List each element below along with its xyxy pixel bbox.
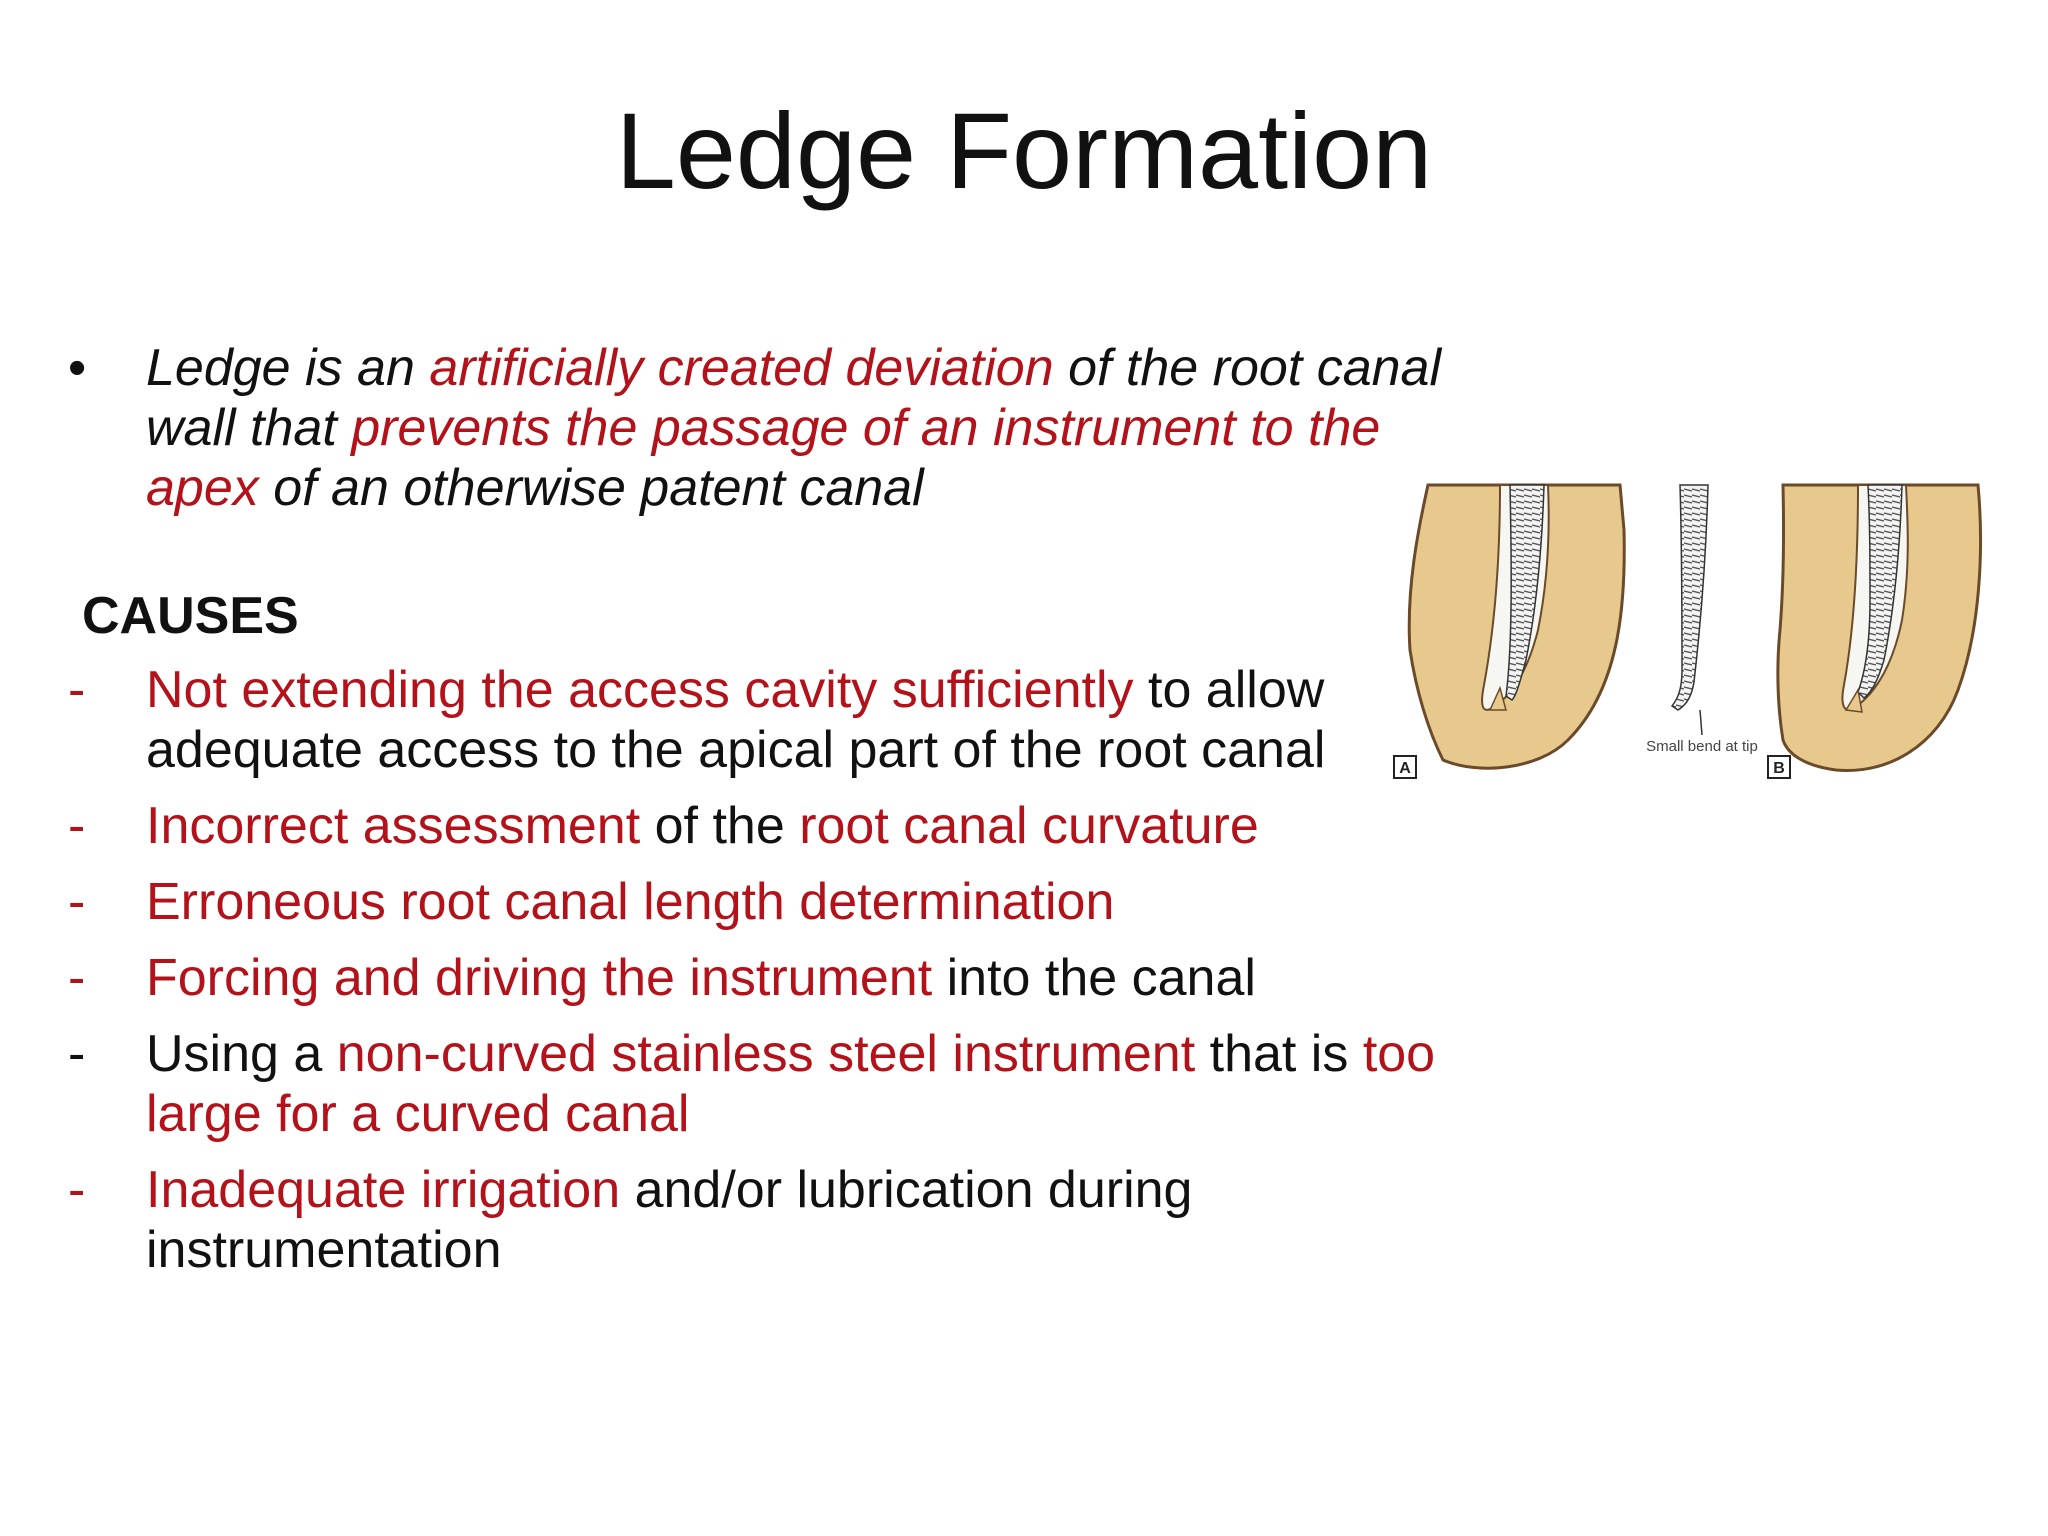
bullet-marker: • <box>68 339 87 397</box>
caption-leader <box>1699 709 1703 736</box>
label-a-box <box>1393 755 1417 779</box>
cause-part: Erroneous root canal length determinatio… <box>146 873 1115 931</box>
bent-file-body <box>1670 484 1709 711</box>
cause-item: - Forcing and driving the instrument int… <box>68 948 1448 1008</box>
definition-bullet: • Ledge is an artificially created devia… <box>68 338 1448 518</box>
ledge-a <box>1488 685 1507 711</box>
cause-item: - Inadequate irrigation and/or lubricati… <box>68 1160 1448 1280</box>
label-a: A <box>1399 760 1411 777</box>
definition-part: prevents the passage of an instrument to… <box>146 399 1381 517</box>
fig-caption: Small bend at tip <box>1646 738 1758 755</box>
file-a <box>1505 484 1545 701</box>
cause-part: that is <box>1195 1025 1363 1083</box>
slide-body: • Ledge is an artificially created devia… <box>68 338 1448 1280</box>
cause-item: - Incorrect assessment of the root canal… <box>68 796 1448 856</box>
ledge-b <box>1844 687 1863 713</box>
definition-part: artificially created deviation <box>429 339 1054 397</box>
cause-part: to allow adequate access to the apical p… <box>146 661 1326 779</box>
definition-part: of an otherwise patent canal <box>258 459 924 517</box>
causes-heading: CAUSES <box>82 587 299 645</box>
cause-item: - Not extending the access cavity suffic… <box>68 660 1448 780</box>
definition-part: of the root canal wall that <box>146 339 1442 457</box>
ledge-illustration: Small bend at tip A B <box>1388 470 2004 788</box>
cause-part: Incorrect assessment <box>146 797 641 855</box>
cause-part: into the canal <box>932 949 1256 1007</box>
cause-item: - Using a non-curved stainless steel ins… <box>68 1024 1448 1144</box>
tooth-b <box>1776 483 1983 773</box>
cause-part: Not extending the access cavity sufficie… <box>146 661 1134 719</box>
definition-part: Ledge is an <box>146 339 430 397</box>
label-b: B <box>1773 760 1785 777</box>
cause-part: root canal curvature <box>799 797 1259 855</box>
cause-item: - Erroneous root canal length determinat… <box>68 872 1448 932</box>
dash-marker: - <box>68 1161 86 1219</box>
ledge-diagram: Small bend at tip A B <box>1393 483 1983 779</box>
slide-title: Ledge Formation <box>615 90 1433 211</box>
dash-marker: - <box>68 797 86 855</box>
label-b-box <box>1767 755 1791 779</box>
cause-part: of the <box>640 797 800 855</box>
dash-marker: - <box>68 1025 86 1083</box>
tooth-a <box>1407 483 1626 770</box>
file-b <box>1857 484 1903 699</box>
dash-marker: - <box>68 873 86 931</box>
cause-part: non-curved stainless steel instrument <box>336 1025 1196 1083</box>
cause-part: Forcing and driving the instrument <box>146 949 933 1007</box>
cause-part: Using a <box>146 1025 337 1083</box>
dash-marker: - <box>68 949 86 1007</box>
cause-part: Inadequate irrigation <box>146 1161 621 1219</box>
dash-marker: - <box>68 661 86 719</box>
cause-part: too large for a curved canal <box>146 1025 1436 1143</box>
cause-part: and/or lubrication during instrumentatio… <box>146 1161 1193 1279</box>
bent-file: Small bend at tip <box>1646 484 1758 755</box>
